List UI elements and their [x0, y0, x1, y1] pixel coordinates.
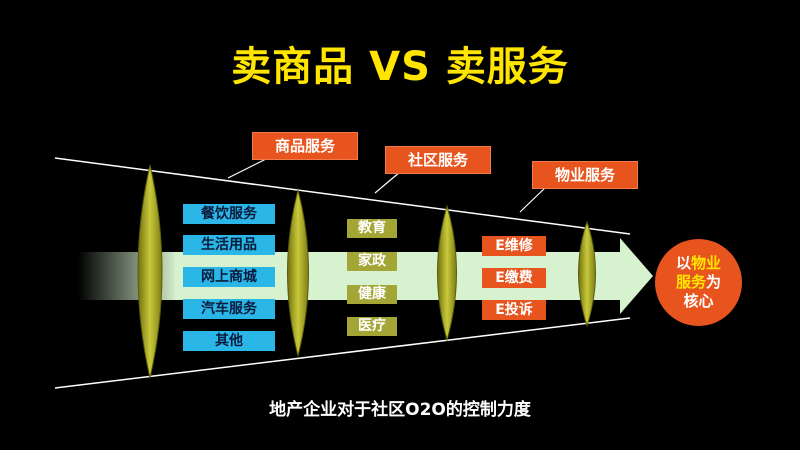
- core-line2-suffix: 为: [706, 273, 722, 291]
- ring-1: [137, 164, 163, 379]
- callout-goods-service: 商品服务: [252, 132, 358, 160]
- core-line3: 核心: [683, 292, 714, 310]
- ring-2: [287, 189, 309, 357]
- goods-item: 其他: [183, 331, 275, 351]
- bottom-caption: 地产企业对于社区O2O的控制力度: [269, 400, 531, 420]
- goods-item: 网上商城: [183, 267, 275, 287]
- callout-pointer-community: [374, 171, 401, 194]
- core-text: 以物业 服务为 核心: [667, 254, 731, 311]
- goods-item: 生活用品: [183, 235, 275, 255]
- ring-3: [437, 204, 457, 342]
- core-line1-prefix: 以: [675, 254, 691, 272]
- callout-community-service: 社区服务: [385, 146, 491, 174]
- arrow-tail: [78, 252, 178, 300]
- property-item: E投诉: [482, 300, 546, 320]
- arrow-head: [620, 238, 653, 314]
- ring-4: [578, 220, 596, 328]
- callout-pointer-goods: [227, 157, 269, 179]
- property-item: E维修: [482, 236, 546, 256]
- community-item: 教育: [347, 219, 397, 238]
- goods-item: 餐饮服务: [183, 204, 275, 224]
- community-item: 医疗: [347, 317, 397, 336]
- page-title: 卖商品 VS 卖服务: [231, 44, 569, 90]
- community-item: 健康: [347, 285, 397, 304]
- goods-item: 汽车服务: [183, 299, 275, 319]
- core-line2-emphasis: 服务: [675, 273, 706, 291]
- community-item: 家政: [347, 252, 397, 271]
- core-line1-emphasis: 物业: [691, 254, 722, 272]
- property-item: E缴费: [482, 268, 546, 288]
- callout-property-service: 物业服务: [532, 161, 638, 189]
- core-circle: 以物业 服务为 核心: [655, 239, 742, 326]
- callout-pointer-property: [519, 186, 547, 213]
